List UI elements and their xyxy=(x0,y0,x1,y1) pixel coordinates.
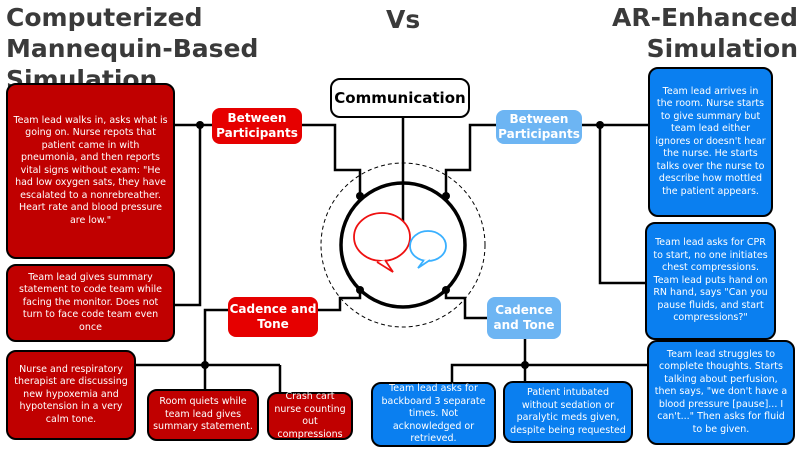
title-right: AR-Enhanced Simulation xyxy=(612,3,798,63)
left-box-cadence-2: Room quiets while team lead gives summar… xyxy=(147,389,259,441)
right-box-between-1: Team lead arrives in the room. Nurse sta… xyxy=(648,67,773,217)
label-right-cadence-tone: Cadence and Tone xyxy=(487,297,561,339)
title-vs: Vs xyxy=(386,5,421,34)
line-left-cadence xyxy=(203,290,362,365)
speech-bubble-red-icon xyxy=(353,212,411,273)
left-box-cadence-1: Nurse and respiratory therapist are disc… xyxy=(6,350,136,440)
label-right-between-participants: Between Participants xyxy=(496,110,582,144)
communication-box: Communication xyxy=(330,78,470,118)
left-box-between-1: Team lead walks in, asks what is going o… xyxy=(6,83,175,259)
left-box-between-2: Team lead gives summary statement to cod… xyxy=(6,264,175,342)
label-left-between-participants: Between Participants xyxy=(212,108,302,144)
right-box-cadence-2: Patient intubated without sedation or pa… xyxy=(503,381,633,443)
left-box-cadence-3: Crash cart nurse counting out compressio… xyxy=(267,391,353,440)
label-left-cadence-tone: Cadence and Tone xyxy=(228,297,318,337)
right-box-between-2: Team lead asks for CPR to start, no one … xyxy=(645,222,776,340)
right-box-cadence-3: Team lead struggles to complete thoughts… xyxy=(647,340,795,445)
title-left: Computerized Mannequin-Based Simulation xyxy=(6,3,259,94)
right-box-cadence-1: Team lead asks for backboard 3 separate … xyxy=(371,382,496,447)
speech-bubble-blue-icon xyxy=(409,230,447,269)
